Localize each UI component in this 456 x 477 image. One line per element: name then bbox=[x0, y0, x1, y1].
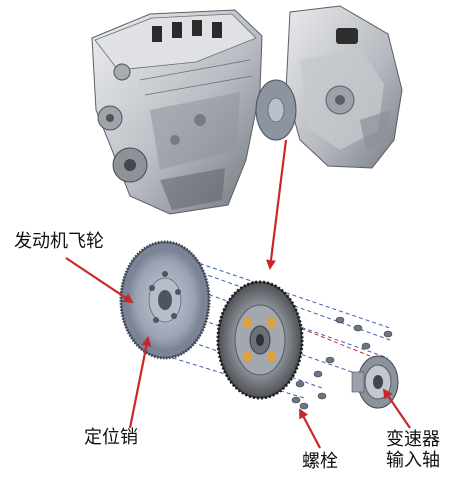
label-locating-pin: 定位销 bbox=[84, 427, 138, 448]
transmission-housing bbox=[285, 5, 403, 169]
label-input-shaft-line1: 变速器 bbox=[386, 429, 440, 450]
arrow-bolt bbox=[299, 408, 321, 449]
label-input-shaft-line2: 输入轴 bbox=[386, 449, 440, 471]
engine-block bbox=[91, 9, 263, 215]
label-transmission-input-shaft: 变速器 输入轴 bbox=[386, 429, 440, 471]
arrow-locating-pin bbox=[128, 336, 152, 429]
arrow-flywheel-label bbox=[65, 257, 134, 304]
mounted-flywheel bbox=[255, 79, 297, 141]
bolts bbox=[291, 316, 393, 410]
label-engine-flywheel: 发动机飞轮 bbox=[14, 231, 104, 252]
clutch-disc bbox=[216, 280, 304, 400]
label-bolt: 螺栓 bbox=[302, 451, 338, 472]
flywheel bbox=[119, 240, 211, 360]
arrow-input-shaft bbox=[382, 388, 411, 429]
callout-arrows bbox=[65, 139, 411, 449]
arrow-to-flywheel-from-housing bbox=[266, 139, 288, 270]
